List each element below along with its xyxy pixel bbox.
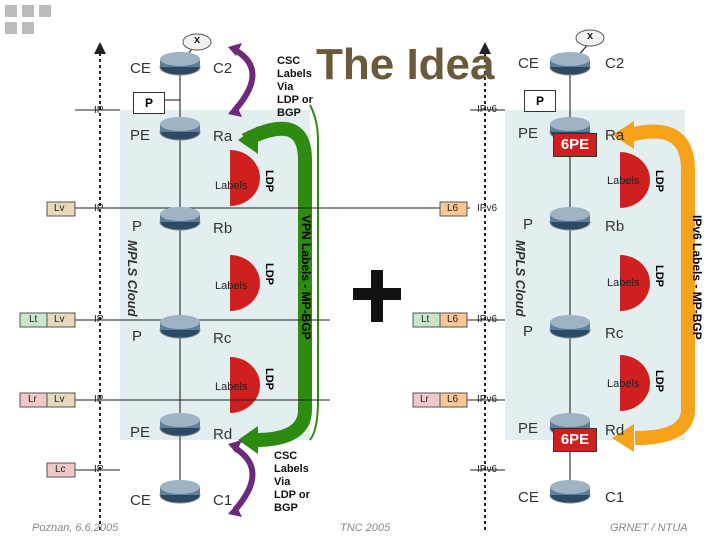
csc-bottom-line-5: BGP — [274, 502, 298, 514]
left-ip-4: IP — [94, 394, 104, 405]
left-rc-label: Rc — [213, 330, 232, 347]
right-pe-bottom-label: PE — [518, 420, 539, 437]
vpn-labels-mp-bgp: VPN Labels - MP-BGP — [299, 215, 313, 340]
right-lt-1: Lt — [421, 314, 430, 325]
right-labels-3: Labels — [607, 378, 640, 390]
footer-right: GRNET / NTUA — [610, 522, 688, 534]
right-c1-label: C1 — [605, 489, 625, 506]
left-rb-label: Rb — [213, 220, 233, 237]
ipv6-labels-mp-bgp: IPv6 Labels - MP-BGP — [690, 215, 704, 340]
csc-bottom-line-1: CSC — [274, 450, 298, 462]
left-lr-1: Lr — [28, 394, 37, 405]
csc-top-line-3: Via — [277, 81, 294, 93]
left-top-x: x — [194, 34, 201, 46]
right-mpls-cloud-label: MPLS Cloud — [513, 240, 528, 317]
footer-left: Poznan, 6.6.2005 — [32, 522, 119, 534]
footer-center: TNC 2005 — [340, 522, 391, 534]
left-c1-label: C1 — [213, 492, 233, 509]
left-lc-1: Lc — [55, 464, 66, 475]
right-ldp-3: LDP — [653, 370, 665, 392]
left-ip-5: IP — [94, 464, 104, 475]
left-p-rc-label: P — [132, 328, 143, 345]
left-lv-1: Lv — [54, 203, 65, 214]
right-ipv6-4: IPv6 — [477, 394, 498, 405]
right-c2-label: C2 — [605, 55, 625, 72]
right-p-top-label: P — [535, 94, 544, 108]
left-rd-label: Rd — [213, 426, 233, 443]
csc-bottom-line-2: Labels — [274, 463, 309, 475]
left-ce-top-label: CE — [130, 60, 151, 77]
left-mpls-cloud-label: MPLS Cloud — [125, 240, 140, 317]
slide-title: The Idea — [316, 40, 495, 89]
left-ip-3: IP — [94, 314, 104, 325]
left-c2-label: C2 — [213, 60, 233, 77]
right-ipv6-5: IPv6 — [477, 464, 498, 475]
right-ldp-2: LDP — [653, 265, 665, 287]
csc-top: CSC Labels Via LDP or BGP — [277, 55, 313, 120]
left-lv-2: Lv — [54, 314, 65, 325]
mpls-cloud-right — [505, 110, 685, 440]
right-l6-2: L6 — [447, 314, 459, 325]
right-ldp-1: LDP — [653, 170, 665, 192]
csc-top-line-5: BGP — [277, 107, 301, 119]
right-rd-label: Rd — [605, 422, 625, 439]
right-ipv6-2: IPv6 — [477, 203, 498, 214]
left-ra-label: Ra — [213, 128, 233, 145]
right-l6-1: L6 — [447, 203, 459, 214]
left-p-top-label: P — [144, 96, 153, 110]
right-ce-top-label: CE — [518, 55, 539, 72]
right-lr-1: Lr — [420, 394, 429, 405]
left-labels-2: Labels — [215, 280, 248, 292]
left-labels-1: Labels — [215, 180, 248, 192]
left-ip-1: IP — [94, 105, 104, 116]
left-ce-bottom-label: CE — [130, 492, 151, 509]
right-ipv6-1: IPv6 — [477, 104, 498, 115]
left-lv-3: Lv — [54, 394, 65, 405]
csc-top-line-2: Labels — [277, 68, 312, 80]
right-6pe-top: 6PE — [553, 133, 597, 157]
left-pe-top-label: PE — [130, 127, 151, 144]
csc-top-line-4: LDP or — [277, 94, 313, 106]
right-rc-label: Rc — [605, 325, 624, 342]
left-ip-2: IP — [94, 203, 104, 214]
right-p-rc-label: P — [523, 323, 534, 340]
left-p-box: P — [133, 92, 165, 114]
csc-bottom-line-4: LDP or — [274, 489, 310, 501]
right-labels-1: Labels — [607, 175, 640, 187]
left-ldp-2: LDP — [263, 263, 275, 285]
left-labels-3: Labels — [215, 381, 248, 393]
right-top-x: x — [587, 30, 594, 42]
csc-bottom: CSC Labels Via LDP or BGP — [274, 450, 310, 515]
csc-bottom-line-3: Via — [274, 476, 291, 488]
right-ra-label: Ra — [605, 127, 625, 144]
right-ipv6-3: IPv6 — [477, 314, 498, 325]
left-pe-bottom-label: PE — [130, 424, 151, 441]
right-l6-3: L6 — [447, 394, 459, 405]
left-ldp-1: LDP — [263, 170, 275, 192]
left-p-rb-label: P — [132, 218, 143, 235]
mpls-cloud-left — [120, 110, 310, 440]
right-labels-2: Labels — [607, 277, 640, 289]
right-pe-top-label: PE — [518, 125, 539, 142]
left-ldp-3: LDP — [263, 368, 275, 390]
right-ce-bottom-label: CE — [518, 489, 539, 506]
right-p-rb-label: P — [523, 216, 534, 233]
right-6pe-bottom: 6PE — [553, 428, 597, 452]
right-p-box: P — [524, 90, 556, 112]
right-rb-label: Rb — [605, 218, 625, 235]
csc-top-line-1: CSC — [277, 55, 301, 67]
left-lt-1: Lt — [29, 314, 38, 325]
